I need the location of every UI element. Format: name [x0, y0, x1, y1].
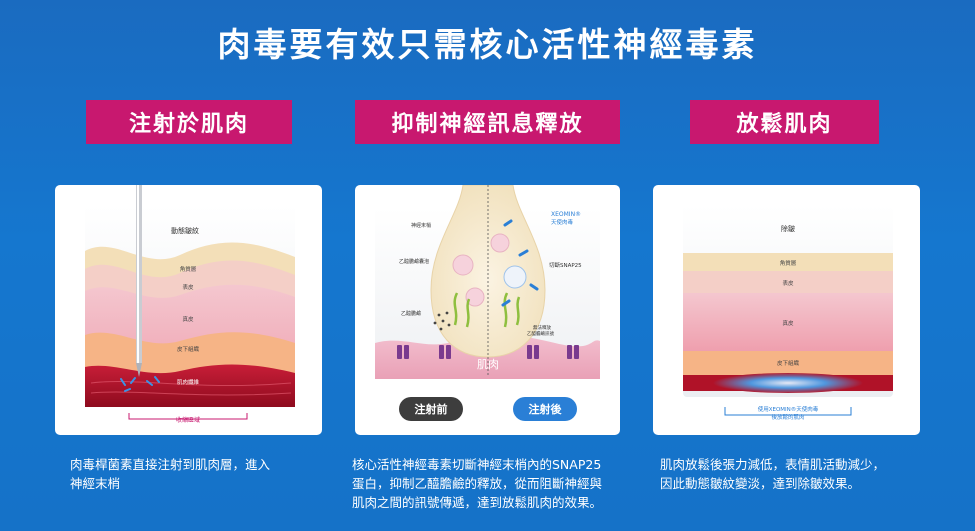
- skin-cross-section-diagram: 動態皺紋 角質層 表皮 真皮 皮下組織 肌肉纖維 收縮區域: [85, 185, 295, 424]
- before-pill: [399, 397, 463, 421]
- description-line: 神經末梢: [70, 476, 121, 491]
- dermis-layer: [683, 293, 893, 351]
- label-cut-snap25: 切斷SNAP25: [549, 261, 582, 269]
- step-1-description: 肉毒桿菌素直接注射到肌肉層，進入 神經末梢: [70, 455, 320, 493]
- step-2-description: 核心活性神經毒素切斷神經末梢內的SNAP25 蛋白，抑制乙醯膽鹼的釋放，從而阻斷…: [352, 455, 642, 512]
- label-relaxed-2: 後放鬆的肌肉: [771, 413, 804, 421]
- label-xeomin: XEOMIN®: [551, 211, 581, 218]
- label-contraction-zone: 收縮區域: [176, 416, 200, 424]
- description-line: 核心活性神經毒素切斷神經末梢內的SNAP25: [352, 457, 602, 472]
- contraction-zone-bracket: [128, 413, 248, 420]
- label-dermis: 真皮: [182, 315, 194, 323]
- acetylcholine-dots: [433, 311, 451, 331]
- relaxed-skin-diagram: 除皺 角質層 表皮 真皮 皮下組織 使用XEOMIN®天使肉毒 後放鬆的肌肉: [683, 205, 893, 421]
- label-after: 注射後: [529, 402, 563, 416]
- label-nerve-ending: 神經末梢: [411, 222, 431, 229]
- step-3-description: 肌肉放鬆後張力減低，表情肌活動減少， 因此動態皺紋變淡，達到除皺效果。: [660, 455, 920, 493]
- label-vesicle: 乙醯膽鹼囊泡: [399, 258, 429, 265]
- needle-tip: [136, 363, 142, 377]
- label-wrinkle-removal: 除皺: [781, 224, 795, 233]
- xeomin-molecules: [501, 219, 539, 307]
- after-pill: [513, 397, 577, 421]
- page-title: 肉毒要有效只需核心活性神經毒素: [217, 25, 758, 64]
- description-line: 肉毒桿菌素直接注射到肌肉層，進入: [70, 457, 271, 472]
- relaxed-muscle-glow: [713, 373, 863, 393]
- label-relaxed-1: 使用XEOMIN®天使肉毒: [758, 405, 819, 413]
- muscle-layer: [85, 364, 295, 407]
- description-line: 肌肉放鬆後張力減低，表情肌活動減少，: [660, 457, 886, 472]
- label-stratum-corneum: 角質層: [180, 265, 197, 273]
- step-3-heading: 放鬆肌肉: [690, 100, 879, 144]
- receptors: [397, 345, 579, 359]
- description-line: 蛋白，抑制乙醯膽鹼的釋放，從而阻斷神經與: [352, 476, 603, 491]
- description-line: 因此動態皺紋變淡，達到除皺效果。: [660, 476, 861, 491]
- label-muscle: 肌肉: [477, 358, 499, 371]
- step-1-heading: 注射於肌肉: [86, 100, 292, 144]
- toxin-particles: [120, 376, 160, 392]
- panel-relaxed-muscle: 除皺 角質層 表皮 真皮 皮下組織 使用XEOMIN®天使肉毒 後放鬆的肌肉: [653, 185, 920, 435]
- snap25-proteins: [453, 292, 521, 328]
- label-subcutaneous: 皮下組織: [177, 345, 200, 353]
- label-no-release-1: 無法釋放: [533, 324, 551, 331]
- epidermis-layer: [683, 271, 893, 293]
- label-epidermis: 表皮: [182, 283, 194, 291]
- panel-injection: 動態皺紋 角質層 表皮 真皮 皮下組織 肌肉纖維 收縮區域: [55, 185, 322, 435]
- nerve-ending-diagram: 神經末梢 乙醯膽鹼囊泡 乙醯膽鹼 XEOMIN® 天使肉毒 切斷SNAP25 無…: [375, 185, 600, 421]
- description-line: 肌肉之間的訊號傳遞，達到放鬆肌肉的效果。: [352, 495, 603, 510]
- label-dynamic-wrinkle: 動態皺紋: [171, 226, 199, 235]
- muscle-fiber-lines: [90, 380, 292, 396]
- label-epidermis: 表皮: [782, 279, 794, 287]
- relaxed-zone-bracket: [724, 407, 852, 416]
- stratum-corneum-layer: [683, 253, 893, 271]
- label-acetylcholine: 乙醯膽鹼: [401, 310, 421, 317]
- label-stratum-corneum: 角質層: [780, 259, 797, 267]
- label-subcutaneous: 皮下組織: [777, 359, 800, 367]
- panel-nerve-inhibition: 神經末梢 乙醯膽鹼囊泡 乙醯膽鹼 XEOMIN® 天使肉毒 切斷SNAP25 無…: [355, 185, 620, 435]
- label-dermis: 真皮: [782, 319, 794, 327]
- vesicles: [452, 233, 527, 307]
- label-before: 注射前: [415, 402, 448, 416]
- subcutaneous-layer: [683, 351, 893, 375]
- label-xeomin-sub: 天使肉毒: [551, 218, 574, 226]
- label-no-release-2: 乙醯膽鹼訊號: [527, 330, 554, 337]
- needle-highlight: [137, 185, 139, 363]
- label-muscle-fiber: 肌肉纖維: [177, 378, 200, 386]
- step-2-heading: 抑制神經訊息釋放: [355, 100, 620, 144]
